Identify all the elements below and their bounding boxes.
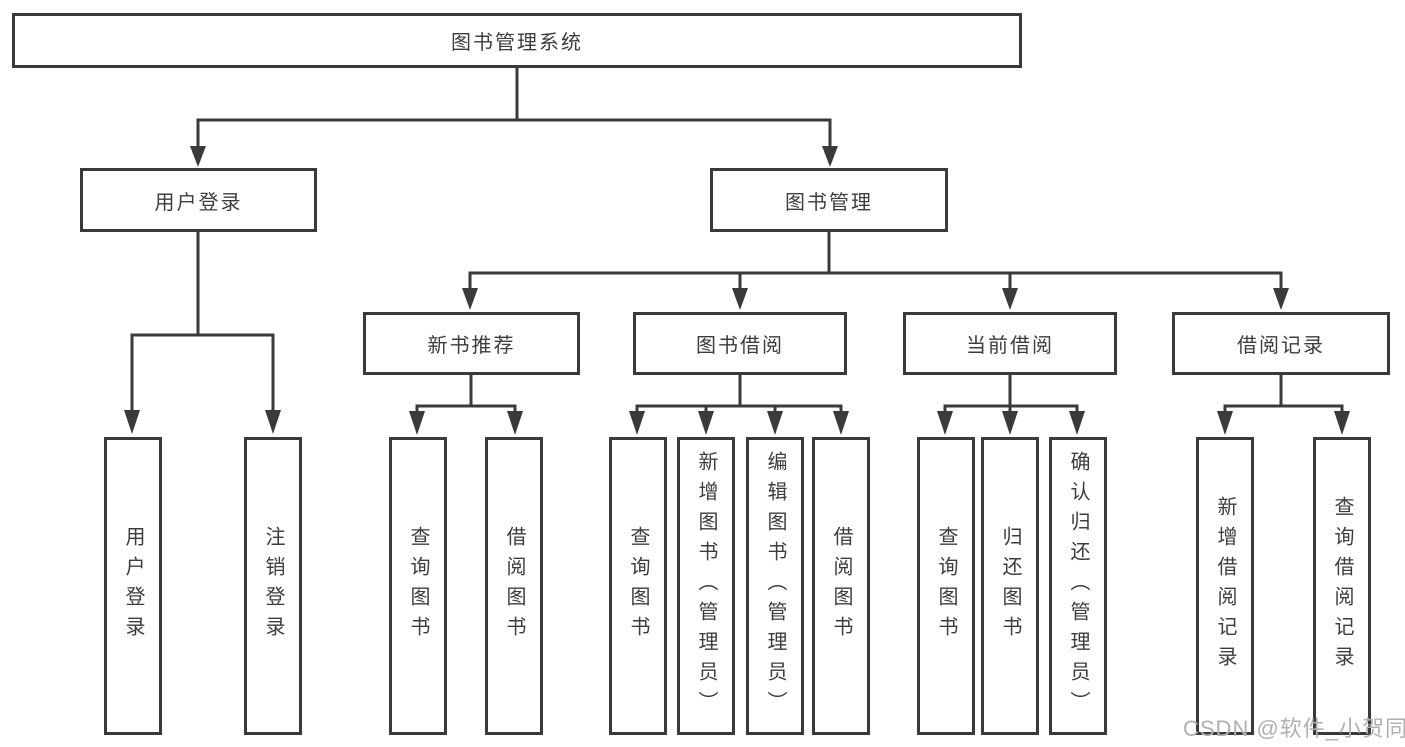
leaf-label: 确认归还（管理员） [1067, 451, 1089, 721]
node-user-login-label: 用户登录 [154, 191, 243, 214]
leaf-borrow-books-recommend: 借阅图书 [485, 437, 543, 735]
node-book-borrow-label: 图书借阅 [696, 335, 784, 357]
arrowhead-icons [124, 146, 1350, 435]
leaf-label: 借阅图书 [830, 526, 852, 646]
node-borrow-records: 借阅记录 [1172, 312, 1390, 375]
node-book-management: 图书管理 [710, 168, 948, 232]
node-current-borrow-label: 当前借阅 [966, 335, 1054, 357]
leaf-label: 查询图书 [407, 526, 429, 646]
leaf-add-books-admin: 新增图书（管理员） [677, 437, 735, 735]
leaf-logout: 注销登录 [244, 437, 302, 735]
leaf-label: 查询图书 [935, 526, 957, 646]
leaf-query-books-current: 查询图书 [917, 437, 975, 735]
leaf-label: 查询借阅记录 [1331, 496, 1353, 676]
node-current-borrow: 当前借阅 [903, 312, 1117, 375]
node-new-book-recommend: 新书推荐 [363, 312, 580, 375]
leaf-label: 用户登录 [122, 526, 144, 646]
leaf-edit-books-admin: 编辑图书（管理员） [746, 437, 804, 735]
leaf-borrow-books: 借阅图书 [812, 437, 870, 735]
node-book-management-label: 图书管理 [785, 191, 873, 214]
leaf-query-books-recommend: 查询图书 [389, 437, 447, 735]
leaf-label: 新增图书（管理员） [695, 451, 717, 721]
leaf-label: 借阅图书 [503, 526, 525, 646]
leaf-confirm-return-admin: 确认归还（管理员） [1049, 437, 1107, 735]
leaf-return-books: 归还图书 [981, 437, 1039, 735]
leaf-label: 归还图书 [999, 526, 1021, 646]
leaf-query-borrow-record: 查询借阅记录 [1313, 437, 1371, 735]
leaf-query-books-borrow: 查询图书 [609, 437, 667, 735]
leaf-add-borrow-record: 新增借阅记录 [1196, 437, 1254, 735]
leaf-label: 新增借阅记录 [1214, 496, 1236, 676]
leaf-label: 编辑图书（管理员） [764, 451, 786, 721]
node-root: 图书管理系统 [12, 13, 1022, 68]
leaf-label: 查询图书 [627, 526, 649, 646]
node-borrow-records-label: 借阅记录 [1237, 335, 1325, 357]
leaf-user-login: 用户登录 [104, 437, 162, 735]
node-book-borrow: 图书借阅 [633, 312, 847, 375]
node-root-label: 图书管理系统 [451, 32, 583, 54]
node-user-login: 用户登录 [80, 168, 317, 232]
leaf-label: 注销登录 [262, 526, 284, 646]
node-new-book-recommend-label: 新书推荐 [427, 335, 516, 357]
csdn-watermark: CSDN @软件_小贺同学 [1183, 716, 1405, 741]
